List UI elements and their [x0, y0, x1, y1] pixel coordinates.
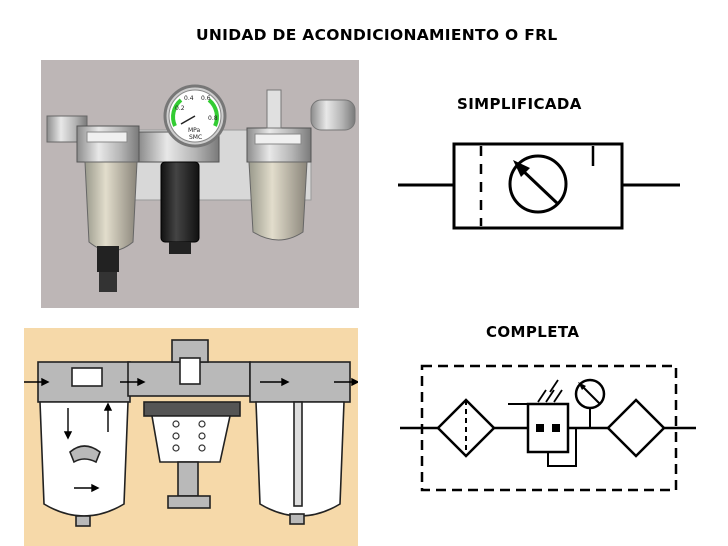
gauge-tick-1: 0.4	[184, 95, 194, 102]
frl-unit-photo: 0.4 0.6 0.2 0.8 MPa SMC	[41, 60, 359, 308]
page-title: UNIDAD DE ACONDICIONAMIENTO O FRL	[196, 26, 558, 44]
regulator-symbol	[508, 379, 588, 467]
frl-complete-symbol	[400, 364, 696, 492]
gauge-unit: MPa	[188, 127, 201, 134]
frl-simplified-symbol	[398, 142, 680, 230]
frl-cutaway-drawing	[24, 339, 358, 527]
gauge-tick-0: 0.2	[175, 105, 185, 112]
frl-unit-drawing: 0.4 0.6 0.2 0.8 MPa SMC	[46, 84, 356, 292]
complete-label: COMPLETA	[486, 323, 580, 341]
simplified-label: SIMPLIFICADA	[457, 95, 582, 113]
gauge-symbol	[574, 378, 606, 428]
lubricator-symbol	[606, 398, 666, 458]
frl-cutaway	[24, 328, 358, 546]
filter-symbol	[436, 398, 496, 458]
gauge-tick-2: 0.6	[201, 95, 211, 102]
gauge-brand: SMC	[189, 134, 202, 141]
gauge-tick-3: 0.8	[208, 115, 218, 122]
